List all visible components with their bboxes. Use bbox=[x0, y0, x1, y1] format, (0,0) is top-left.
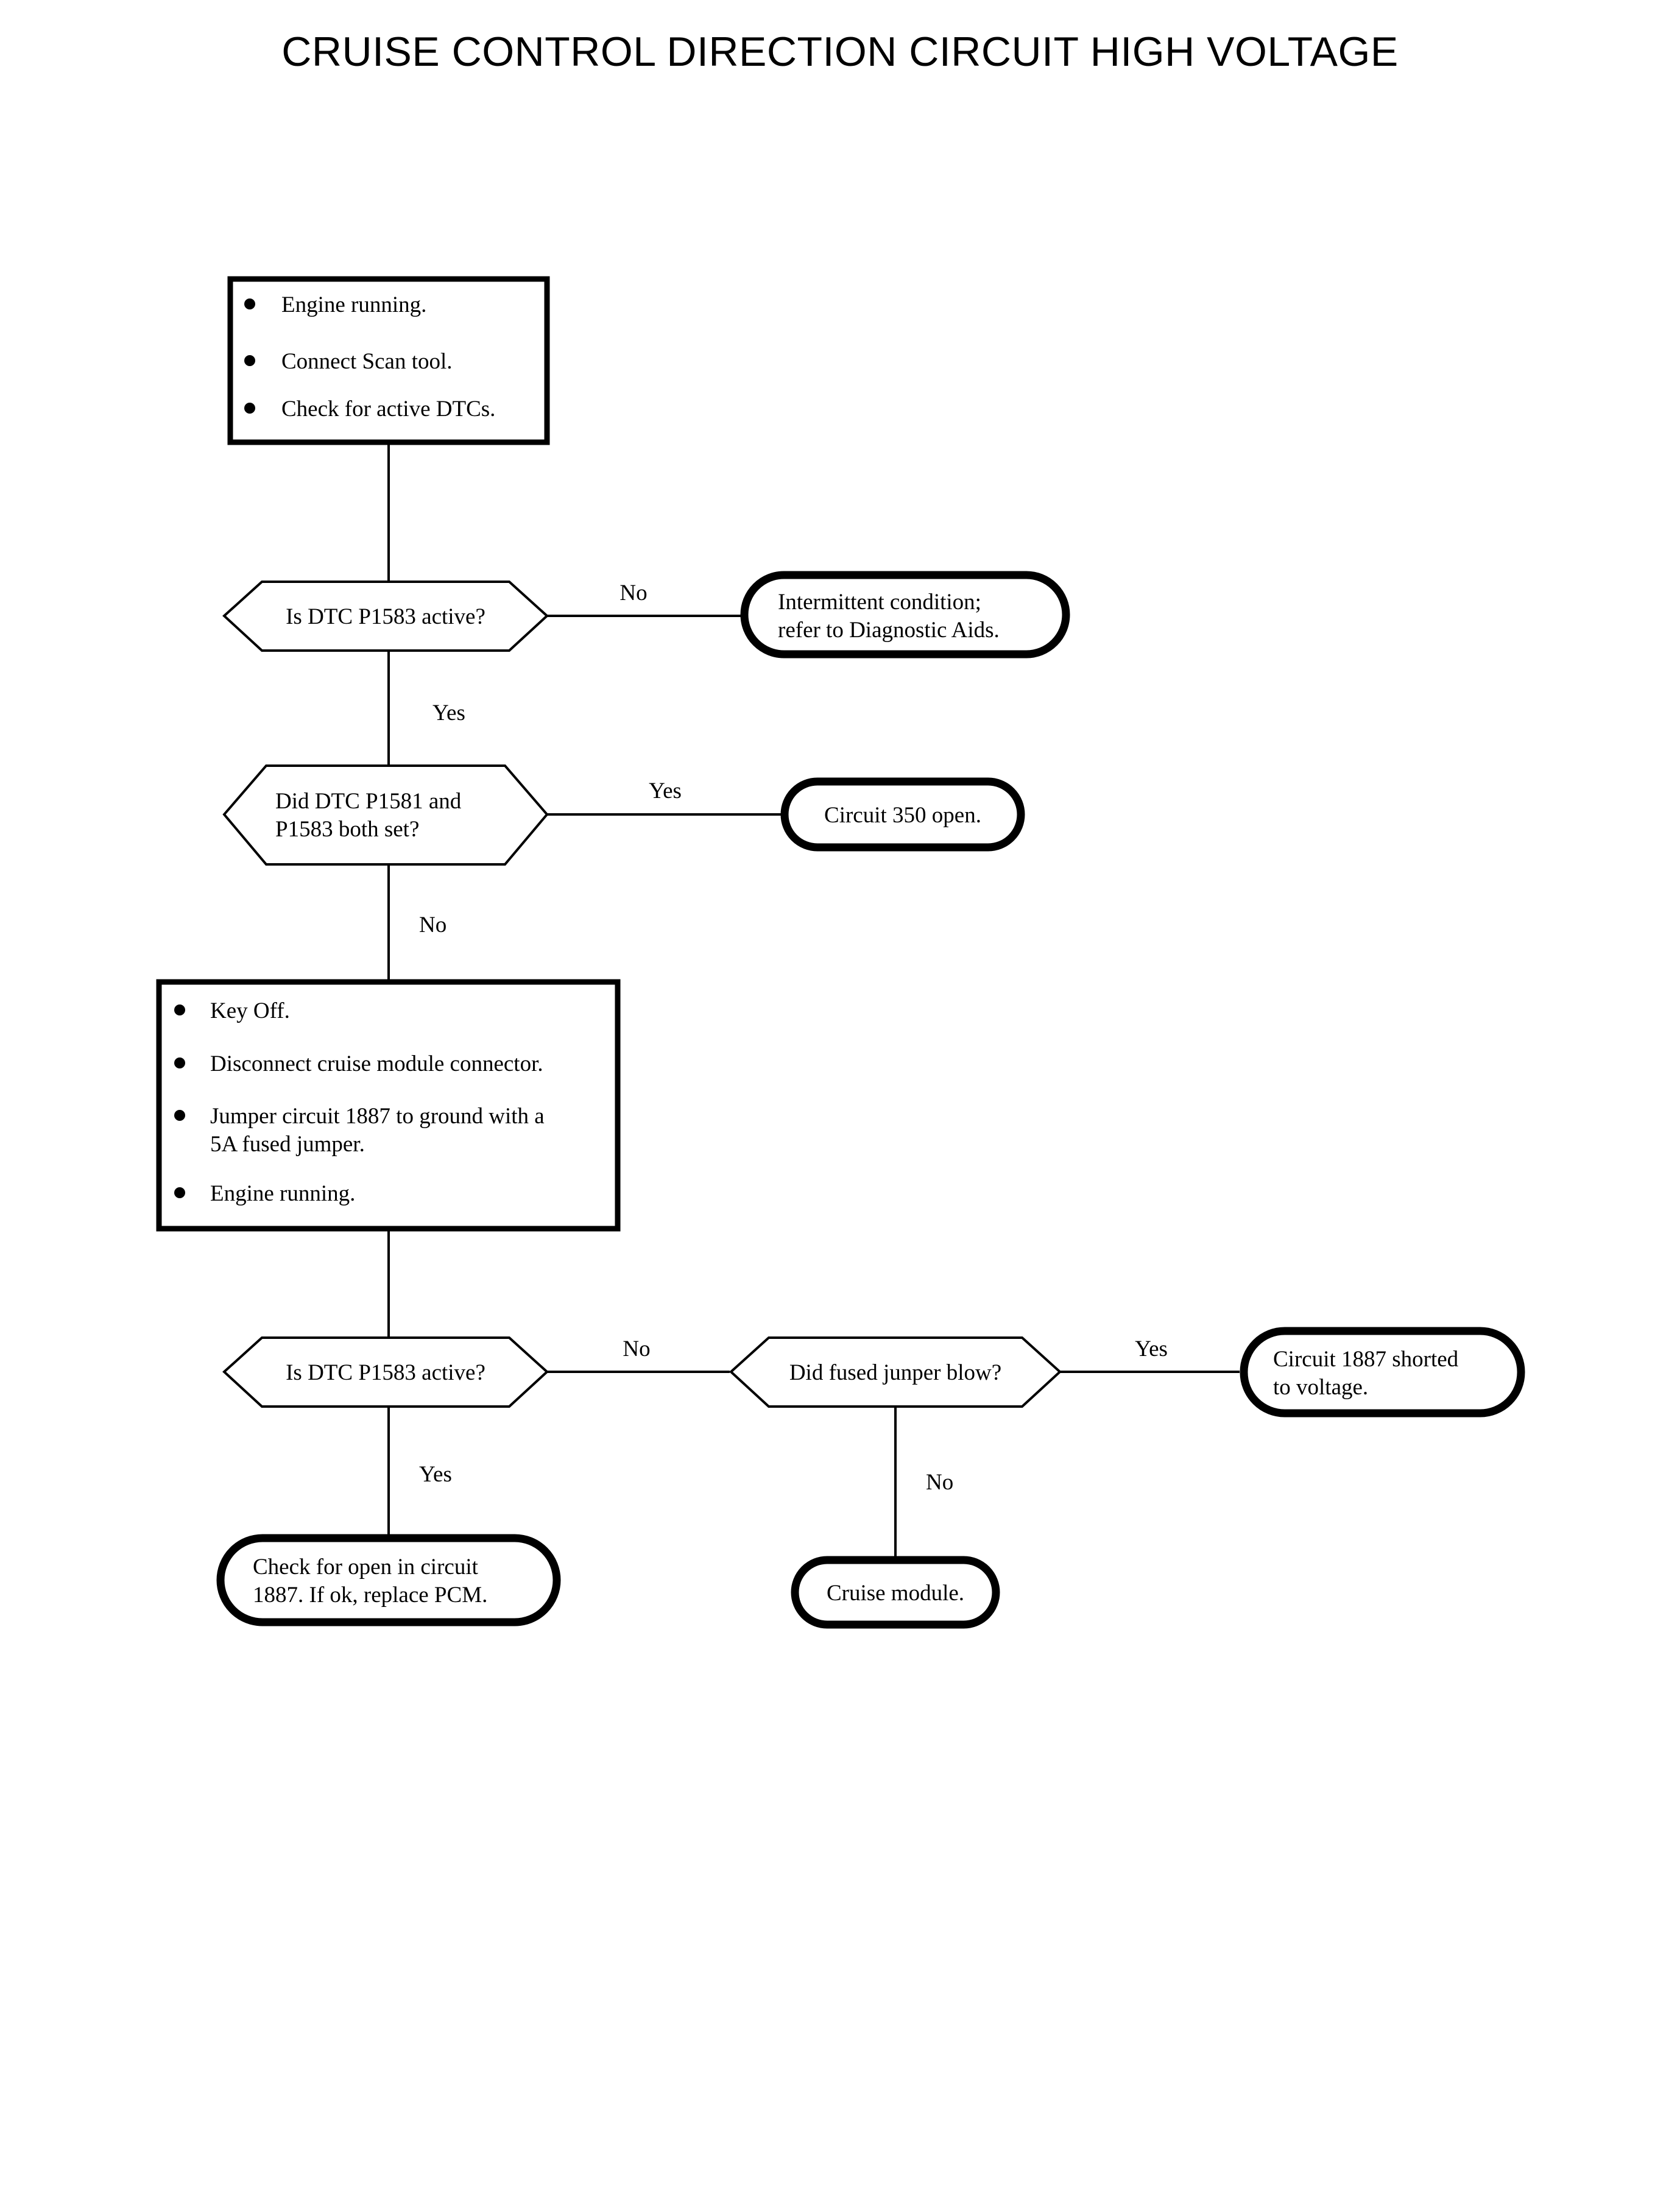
bullet-dot-icon bbox=[244, 298, 255, 309]
bullet-dot-icon bbox=[174, 1110, 185, 1121]
t3-line-1: Circuit 1887 shorted bbox=[1273, 1347, 1459, 1372]
connector-layer bbox=[387, 442, 1240, 1556]
t1-terminal-box bbox=[740, 571, 1070, 658]
bullet-dot-icon bbox=[174, 1187, 185, 1198]
q1-hexagon bbox=[222, 581, 549, 652]
t4-line-1: Check for open in circuit bbox=[253, 1555, 479, 1580]
node-q3[interactable]: Is DTC P1583 active? bbox=[222, 1336, 549, 1408]
q4-label: Did fused junper blow? bbox=[789, 1360, 1001, 1385]
node-t5[interactable]: Cruise module. bbox=[791, 1556, 1000, 1629]
edge-label-q1-no: No bbox=[619, 581, 647, 605]
t3-terminal-box bbox=[1240, 1327, 1525, 1417]
node-q4[interactable]: Did fused junper blow? bbox=[729, 1336, 1062, 1408]
step2-bullet-2: Disconnect cruise module connector. bbox=[210, 1051, 543, 1076]
step2-bullet-3-line-1: Jumper circuit 1887 to ground with a bbox=[210, 1104, 545, 1129]
step2-box bbox=[156, 979, 621, 1232]
step1-box bbox=[227, 276, 550, 445]
step1-bullet-2: Connect Scan tool. bbox=[281, 349, 453, 374]
t4-terminal-box bbox=[216, 1534, 561, 1626]
q3-hexagon bbox=[222, 1336, 549, 1408]
bullet-dot-icon bbox=[174, 1004, 185, 1015]
edge-label-q2-no: No bbox=[419, 913, 446, 937]
node-q1[interactable]: Is DTC P1583 active? bbox=[222, 581, 549, 652]
edge-label-q1-yes: Yes bbox=[432, 701, 465, 725]
edge-label-layer: No Yes Yes No No Yes Yes No bbox=[419, 581, 1168, 1495]
step2-bullet-4: Engine running. bbox=[210, 1181, 355, 1206]
q2-hexagon bbox=[222, 764, 549, 866]
edge-label-q4-no: No bbox=[926, 1470, 953, 1495]
node-t2[interactable]: Circuit 350 open. bbox=[780, 777, 1025, 852]
node-t4[interactable]: Check for open in circuit 1887. If ok, r… bbox=[216, 1534, 561, 1626]
q2-line-2: P1583 both set? bbox=[275, 817, 419, 842]
t1-line-2: refer to Diagnostic Aids. bbox=[778, 618, 1000, 643]
q1-label: Is DTC P1583 active? bbox=[286, 604, 485, 629]
q4-hexagon bbox=[729, 1336, 1062, 1408]
step1-bullet-1: Engine running. bbox=[281, 292, 426, 317]
edge-label-q3-no: No bbox=[623, 1336, 650, 1361]
t5-terminal-box bbox=[791, 1556, 1000, 1629]
bullet-dot-icon bbox=[244, 403, 255, 414]
node-t1[interactable]: Intermittent condition; refer to Diagnos… bbox=[740, 571, 1070, 658]
t5-line-1: Cruise module. bbox=[827, 1581, 964, 1606]
edge-label-q2-yes: Yes bbox=[649, 778, 682, 803]
node-q2[interactable]: Did DTC P1581 and P1583 both set? bbox=[222, 764, 549, 866]
bullet-dot-icon bbox=[174, 1057, 185, 1068]
page-title: CRUISE CONTROL DIRECTION CIRCUIT HIGH VO… bbox=[281, 29, 1399, 75]
bullet-dot-icon bbox=[244, 355, 255, 366]
edge-label-q3-yes: Yes bbox=[419, 1462, 452, 1487]
t1-line-1: Intermittent condition; bbox=[778, 590, 981, 615]
t2-terminal-box bbox=[780, 777, 1025, 852]
node-t3[interactable]: Circuit 1887 shorted to voltage. bbox=[1240, 1327, 1525, 1417]
step2-bullet-1: Key Off. bbox=[210, 998, 290, 1023]
node-step2[interactable]: Key Off. Disconnect cruise module connec… bbox=[156, 979, 621, 1232]
step1-bullet-3: Check for active DTCs. bbox=[281, 397, 495, 422]
q3-label: Is DTC P1583 active? bbox=[286, 1360, 485, 1385]
node-step1[interactable]: Engine running. Connect Scan tool. Check… bbox=[227, 276, 550, 445]
t2-line-1: Circuit 350 open. bbox=[824, 803, 981, 828]
step2-bullet-3-line-2: 5A fused jumper. bbox=[210, 1132, 365, 1157]
t3-line-2: to voltage. bbox=[1273, 1375, 1368, 1400]
edge-label-q4-yes: Yes bbox=[1135, 1336, 1168, 1361]
t4-line-2: 1887. If ok, replace PCM. bbox=[253, 1583, 487, 1608]
q2-line-1: Did DTC P1581 and bbox=[275, 789, 462, 814]
